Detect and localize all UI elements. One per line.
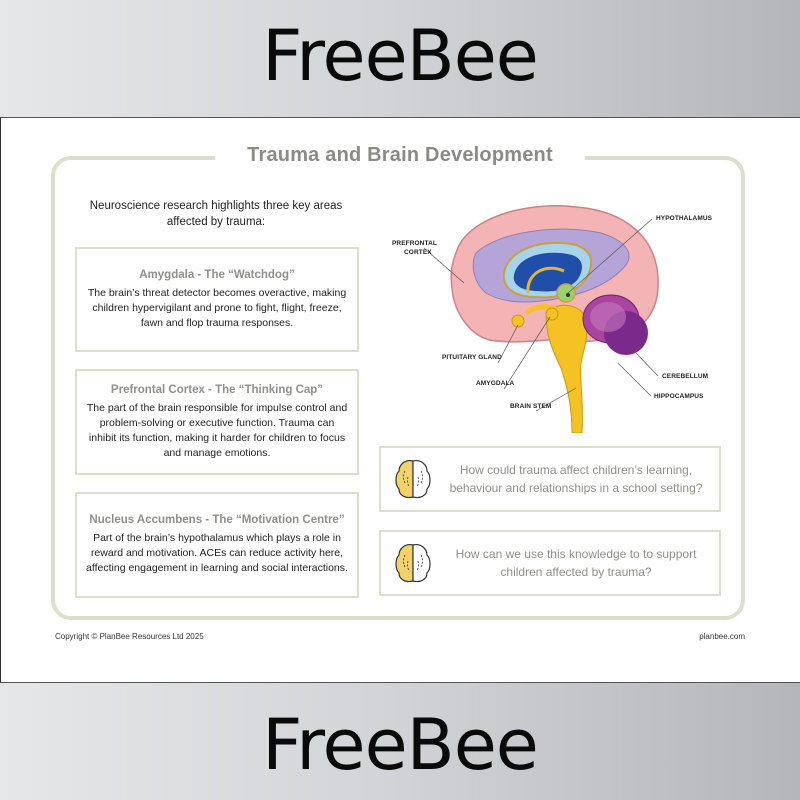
- banner-title: FreeBee: [262, 703, 539, 786]
- question-box-support: How can we use this knowledge to to supp…: [379, 530, 721, 596]
- label-amygdala: AMYGDALA: [476, 380, 515, 387]
- info-box-body: The brain’s threat detector becomes over…: [87, 286, 347, 329]
- info-box-body: Part of the brain’s hypothalamus which p…: [86, 532, 348, 574]
- info-box-body: The part of the brain responsible for im…: [86, 401, 348, 459]
- info-box-amygdala: Amygdala - The “Watchdog” The brain’s th…: [75, 247, 359, 352]
- worksheet-page: Trauma and Brain Development Neuroscienc…: [0, 117, 800, 683]
- question-text: How can we use this knowledge to to supp…: [455, 547, 697, 579]
- label-hypothalamus: HYPOTHALAMUS: [656, 215, 713, 222]
- label-hippocampus: HIPPOCAMPUS: [654, 393, 704, 400]
- intro-text: Neuroscience research highlights three k…: [89, 200, 343, 228]
- brain-illustration: [423, 205, 659, 434]
- brain-icon: [395, 544, 431, 583]
- label-prefrontal: PREFRONTAL: [392, 240, 437, 247]
- page-title: Trauma and Brain Development: [247, 143, 553, 166]
- label-cerebellum: CEREBELLUM: [662, 373, 709, 380]
- copyright-text: Copyright © PlanBee Resources Ltd 2025: [55, 632, 204, 641]
- bottom-banner: FreeBee: [0, 683, 800, 800]
- label-pituitary-gland: PITUITARY GLAND: [442, 354, 502, 361]
- question-box-learning: How could trauma affect children’s learn…: [379, 446, 721, 512]
- info-box-nucleus-accumbens: Nucleus Accumbens - The “Motivation Cent…: [75, 492, 359, 598]
- site-link[interactable]: planbee.com: [699, 632, 745, 641]
- info-box-prefrontal-cortex: Prefrontal Cortex - The “Thinking Cap” T…: [75, 369, 359, 475]
- question-text: How could trauma affect children’s learn…: [449, 463, 703, 495]
- brain-icon: [395, 460, 431, 499]
- top-banner: FreeBee: [0, 0, 800, 117]
- banner-title: FreeBee: [262, 14, 539, 97]
- info-box-heading: Nucleus Accumbens - The “Motivation Cent…: [89, 514, 345, 526]
- label-brain-stem: BRAIN STEM: [510, 403, 552, 410]
- info-box-heading: Amygdala - The “Watchdog”: [139, 268, 295, 281]
- label-cortex: CORTEX: [404, 249, 432, 256]
- info-box-heading: Prefrontal Cortex - The “Thinking Cap”: [110, 383, 324, 396]
- brain-diagram: PREFRONTAL CORTEX HYPOTHALAMUS PITUITARY…: [386, 193, 726, 434]
- title-wrap: Trauma and Brain Development: [215, 138, 585, 172]
